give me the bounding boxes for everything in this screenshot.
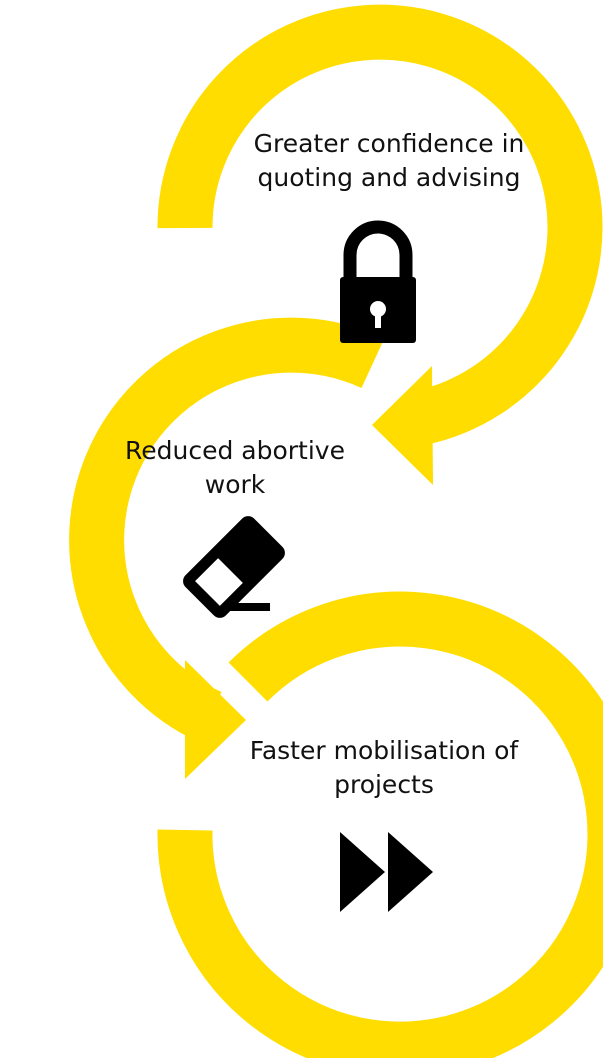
step-label-1: Greater confidence in quoting and advisi… [246,127,532,195]
step-label-2: Reduced abortive work [110,434,360,502]
step-label-3-line-2: projects [334,770,434,799]
step-label-3: Faster mobilisation of projects [236,734,532,802]
ring-arc-2 [69,317,385,742]
step-label-1-line-1: Greater confidence in [253,129,525,158]
ring-arc-1 [157,4,603,445]
fast-forward-icon [340,832,433,912]
ring-arc-3 [157,591,603,1058]
padlock-icon [340,220,416,343]
ring-arrowhead-1 [372,366,433,485]
step-label-2-line-1: Reduced abortive [125,436,345,465]
step-label-1-line-2: quoting and advising [257,163,521,192]
eraser-icon [183,516,285,618]
ring-arrowhead-2 [185,660,246,779]
step-label-2-line-2: work [204,470,266,499]
step-label-3-line-1: Faster mobilisation of [249,736,519,765]
